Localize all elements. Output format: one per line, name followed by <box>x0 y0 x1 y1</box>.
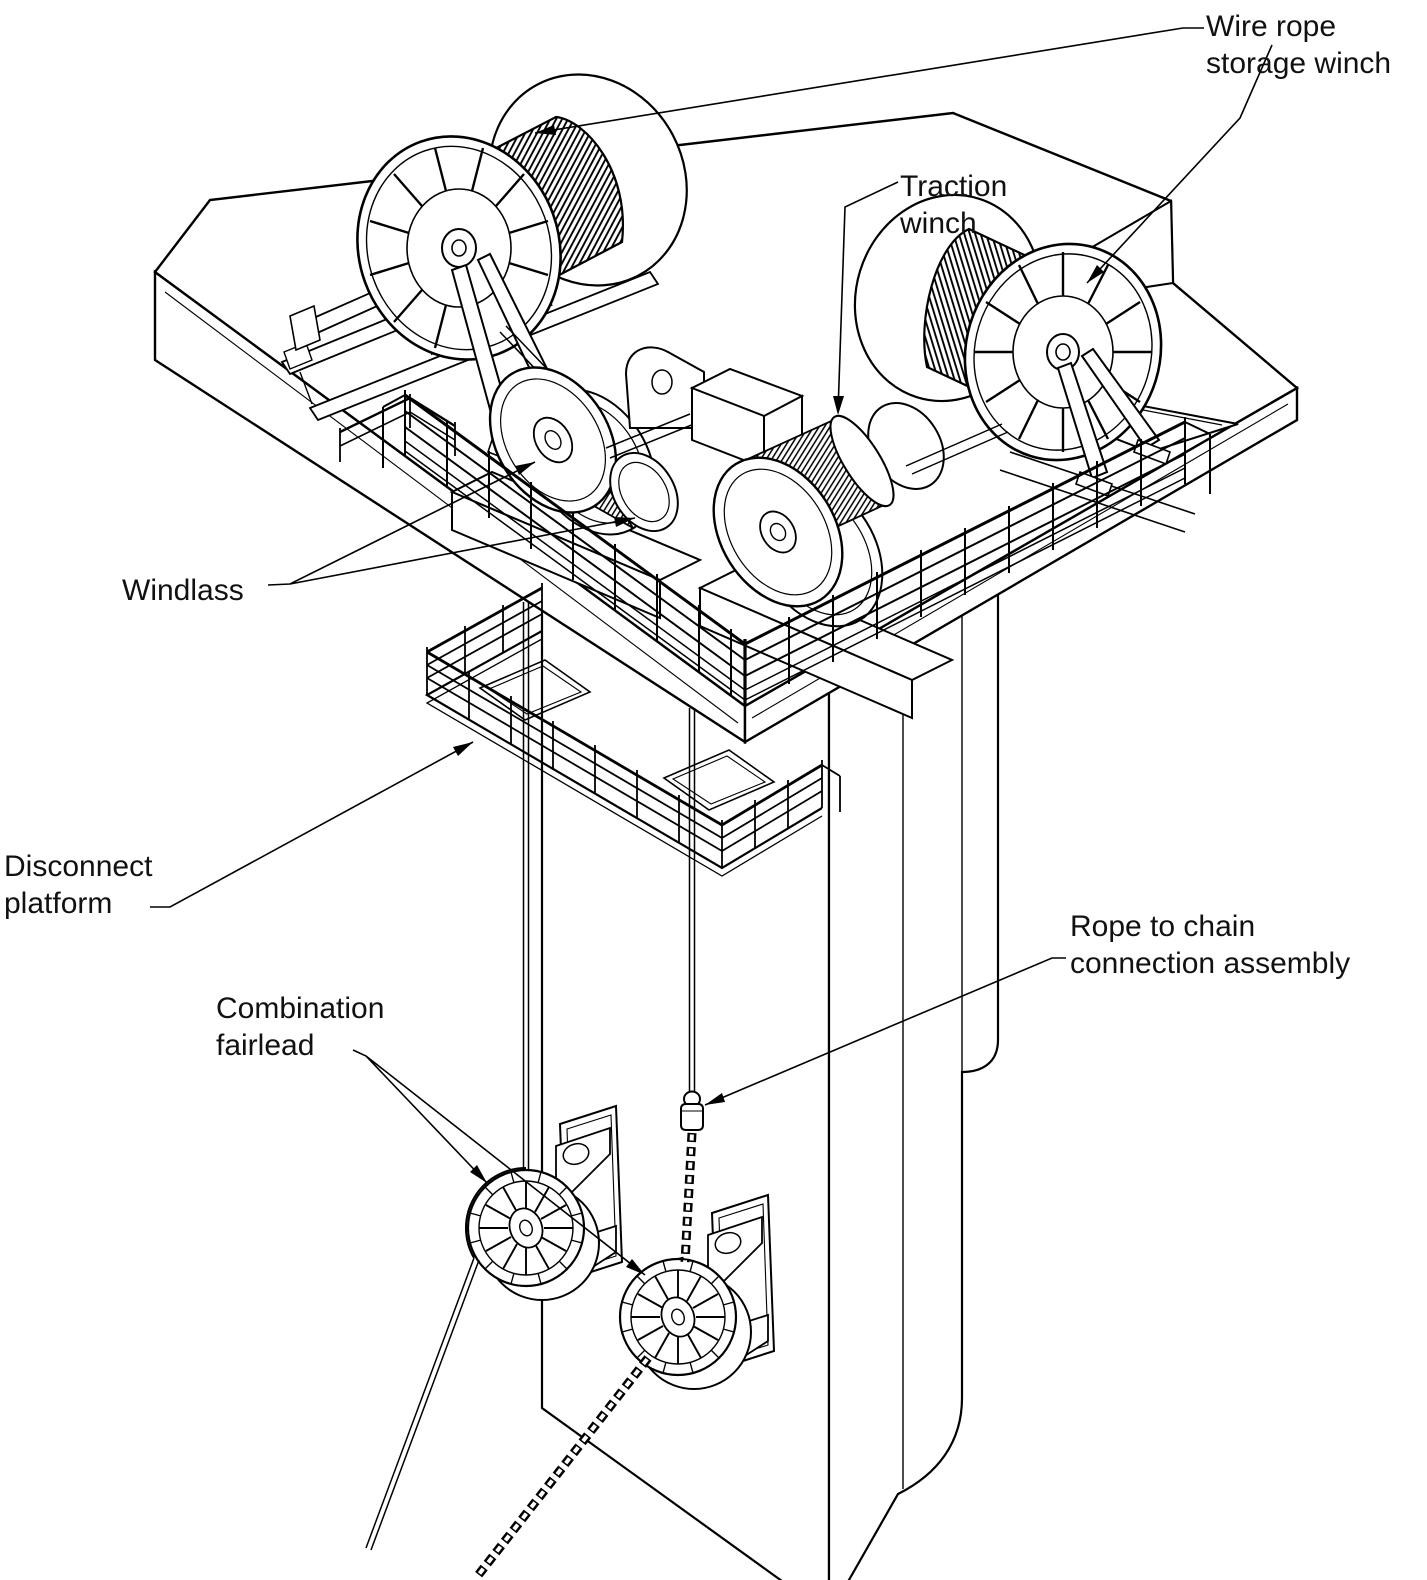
label-line: Disconnect <box>4 850 153 883</box>
label-line: platform <box>4 887 113 920</box>
wire-rope-to-traction <box>905 423 1009 475</box>
traction-winch <box>689 367 955 720</box>
label-line: Windlass <box>122 574 244 607</box>
bracket-eye <box>714 1231 742 1255</box>
gypsy-wheel <box>609 451 679 533</box>
wire-rope-storage-winch-left <box>280 73 688 466</box>
leader-disconnect-platform <box>150 741 474 908</box>
brace-foot <box>289 304 321 352</box>
leader-wire-rope-winch-right <box>1086 44 1273 284</box>
label-line: winch <box>900 207 977 240</box>
label-line: Traction <box>900 170 1008 203</box>
label-line: connection assembly <box>1070 947 1351 980</box>
label-disconnect-platform: Disconnect platform <box>4 848 152 922</box>
leader-arrowheads <box>453 125 1104 1275</box>
wire-rope-fairlead-exit <box>365 1257 480 1551</box>
fairlead-spokes <box>479 1181 573 1275</box>
drive-shaft <box>605 413 695 459</box>
arrowhead <box>515 462 535 475</box>
deck-railings <box>339 390 1211 706</box>
fairlead-scallops <box>621 1260 735 1374</box>
label-line: Combination <box>216 992 385 1025</box>
leader-lines <box>150 27 1273 1276</box>
leader-traction-winch <box>837 181 899 413</box>
arrowhead <box>614 517 635 527</box>
chain-lower-white <box>474 1356 650 1580</box>
rope-wrap <box>464 1167 527 1259</box>
leader-wire-rope-winch-left <box>534 27 1204 134</box>
reel-rim-inner <box>365 145 553 351</box>
column-right-face <box>827 558 1000 1580</box>
label-windlass: Windlass <box>122 572 244 609</box>
label-rope-to-chain: Rope to chain connection assembly <box>1070 908 1350 982</box>
anchor-chain <box>472 1132 697 1580</box>
deck-railing-left-run <box>382 390 746 701</box>
arrowhead <box>535 125 556 135</box>
rope-to-chain-connection-assembly <box>680 1090 704 1131</box>
combination-fairlead-left <box>464 1104 624 1301</box>
label-combination-fairlead: Combination fairlead <box>216 990 384 1064</box>
disconnect-platform <box>424 583 841 877</box>
arrowhead <box>833 396 844 415</box>
fairlead-scallops <box>469 1171 583 1285</box>
platform-railing-right-run <box>721 760 841 852</box>
arrowhead <box>470 1165 487 1183</box>
bearing-eye-hole <box>651 369 673 395</box>
reel-axle <box>451 239 467 257</box>
railing-end-return <box>1184 421 1211 494</box>
connection-socket <box>680 1103 704 1131</box>
arrowhead <box>1087 265 1104 283</box>
deck-opening-railing <box>339 394 456 462</box>
bracket-eye <box>562 1142 590 1166</box>
railing-end-return <box>382 394 406 468</box>
arrowhead <box>705 1093 725 1105</box>
platform-floor-edge <box>424 630 823 870</box>
label-line: fairlead <box>216 1029 315 1062</box>
label-line: Wire rope <box>1206 10 1337 43</box>
chain-upper-black <box>680 1132 697 1263</box>
traction-drum-cap <box>829 414 895 508</box>
reel-axle <box>1055 343 1071 361</box>
platform-floor-thickness <box>425 638 823 877</box>
label-wire-rope-storage-winch: Wire rope storage winch <box>1206 8 1391 82</box>
combination-fairlead-right <box>618 1193 776 1390</box>
leader-combination-fairlead <box>352 1049 646 1276</box>
fairlead-spokes <box>631 1270 725 1364</box>
arrowhead <box>453 742 473 756</box>
wire-rope-storage-winch-right <box>853 193 1239 533</box>
arrowhead <box>626 1259 645 1275</box>
railing-end-return <box>821 764 841 812</box>
platform-railing-front-run <box>426 647 723 868</box>
leader-windlass <box>267 461 636 586</box>
wire-rope-right-drop <box>688 708 696 1096</box>
deck-railing-right-run <box>744 417 1211 701</box>
wire-rope-left-drop <box>522 602 530 1170</box>
hanging-wire-ropes <box>365 602 696 1551</box>
a-frame-leg <box>1056 361 1109 480</box>
label-line: Rope to chain <box>1070 910 1256 943</box>
label-line: storage winch <box>1206 47 1392 80</box>
reel-rim-inner <box>973 253 1153 451</box>
a-frame-leg <box>1080 347 1161 450</box>
label-traction-winch: Traction winch <box>900 168 1007 242</box>
leader-rope-to-chain <box>704 957 1066 1106</box>
